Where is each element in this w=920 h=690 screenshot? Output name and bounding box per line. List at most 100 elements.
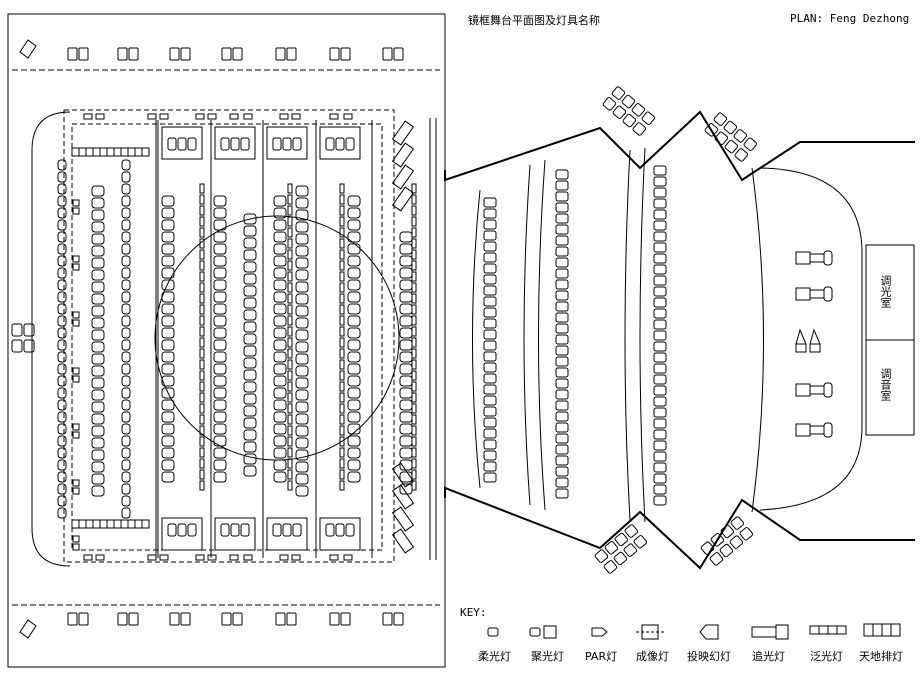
ladder-rung: [339, 249, 345, 260]
batten-lamp: [167, 523, 177, 537]
follow-spot-icon: [751, 626, 777, 638]
stage-lamp: [121, 447, 131, 459]
stage-lamp: [295, 389, 309, 401]
audience-seat: [555, 411, 569, 422]
stage-lamp: [243, 441, 257, 453]
audience-seat: [555, 400, 569, 411]
audience-seat: [555, 301, 569, 312]
ladder-rung: [411, 227, 417, 238]
foh-lamp: [723, 120, 738, 135]
audience-seat: [555, 268, 569, 279]
side-stack-lamp: [72, 487, 80, 495]
side-stack-lamp: [72, 479, 80, 487]
stage-lamp: [213, 279, 227, 291]
stage-lamp: [399, 447, 413, 459]
stage-lamp: [243, 213, 257, 225]
foh-lamp: [704, 123, 719, 137]
audience-seat: [653, 187, 667, 198]
stage-lamp: [91, 245, 105, 257]
strip-light: [127, 147, 136, 157]
stage-lamp: [213, 255, 227, 267]
key-heading: KEY:: [460, 606, 487, 619]
stage-lamp: [121, 459, 131, 471]
top-light: [221, 47, 232, 61]
ladder-rung: [199, 183, 205, 194]
stage-lamp: [399, 435, 413, 447]
stage-lamp: [295, 437, 309, 449]
seating-arc-front: [472, 189, 481, 489]
stage-lamp: [295, 353, 309, 365]
batten-lamp: [335, 523, 345, 537]
ladder-rung: [411, 414, 417, 425]
audience-seat: [653, 451, 667, 462]
stage-lamp: [213, 219, 227, 231]
audience-seat: [653, 352, 667, 363]
stage-lamp: [347, 471, 361, 483]
ladder-rung: [411, 326, 417, 337]
stage-lamp: [161, 327, 175, 339]
ladder-rung: [339, 381, 345, 392]
foh-lamp: [594, 549, 609, 563]
foh-lamp: [724, 139, 739, 154]
top-light: [169, 47, 180, 61]
ladder-rung: [287, 458, 293, 469]
stage-lamp: [273, 399, 287, 411]
side-stack-lamp: [72, 207, 80, 215]
stage-lamp: [213, 267, 227, 279]
stage-lamp: [57, 279, 67, 291]
stage-lamp: [213, 243, 227, 255]
stage-lamp: [121, 315, 131, 327]
stage-lamp: [347, 219, 361, 231]
stage-lamp: [121, 351, 131, 363]
stage-lamp: [91, 353, 105, 365]
strip-light: [106, 147, 115, 157]
audience-seat: [483, 230, 497, 241]
stage-lamp: [347, 363, 361, 375]
stage-lamp: [295, 341, 309, 353]
stage-lamp: [243, 357, 257, 369]
stage-lamp: [121, 207, 131, 219]
stage-lamp: [295, 209, 309, 221]
spot-pair-base: [809, 343, 821, 353]
audience-seat: [483, 439, 497, 450]
seating-arc-rear: [751, 167, 764, 513]
stage-lamp: [91, 341, 105, 353]
stage-lamp: [213, 459, 227, 471]
ladder-rung: [199, 304, 205, 315]
stage-lamp: [243, 237, 257, 249]
stage-lamp: [213, 207, 227, 219]
follow-spot-body: [795, 251, 811, 265]
ladder-rung: [411, 293, 417, 304]
audience-seat: [653, 264, 667, 275]
audience-seat: [653, 407, 667, 418]
foh-lamp: [633, 535, 648, 549]
bottom-light: [180, 612, 191, 626]
spot-light-icon: [529, 627, 541, 637]
audience-seat: [653, 165, 667, 176]
batten-lamp: [282, 523, 292, 537]
ladder-rung: [287, 238, 293, 249]
strip-light: [92, 147, 101, 157]
stage-lamp: [213, 327, 227, 339]
ladder-rung: [411, 359, 417, 370]
stage-lamp: [213, 291, 227, 303]
audience-seat: [555, 455, 569, 466]
strip-light: [85, 147, 94, 157]
ladder-rung: [287, 381, 293, 392]
dimmer-room-label: 调光室: [879, 275, 892, 308]
foh-cluster-bottom-2: [700, 516, 754, 566]
ladder-rung: [287, 282, 293, 293]
audience-seat: [483, 472, 497, 483]
batten-bottom-box: [266, 517, 308, 551]
ladder-rung: [339, 447, 345, 458]
side-light: [11, 339, 23, 353]
ladder-rung: [199, 205, 205, 216]
audience-seat: [653, 462, 667, 473]
ladder-rung: [411, 392, 417, 403]
stage-lamp: [161, 339, 175, 351]
stage-lamp: [91, 473, 105, 485]
stage-lamp: [57, 447, 67, 459]
audience-seat: [555, 334, 569, 345]
side-stack-lamp: [72, 263, 80, 271]
